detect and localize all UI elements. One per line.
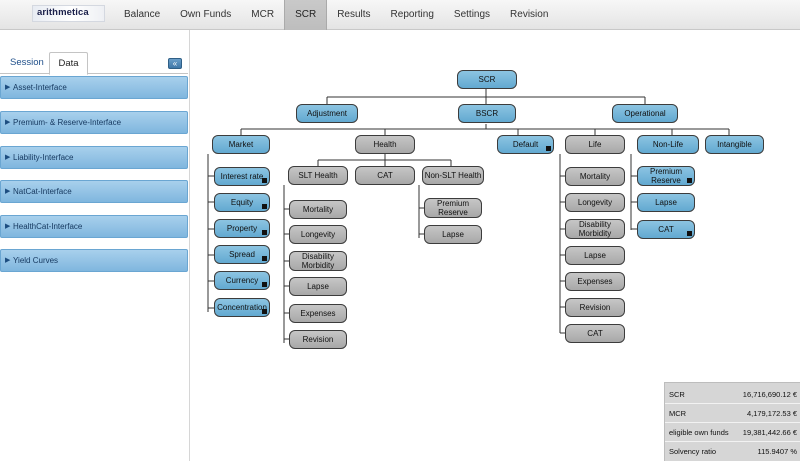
node-life-expenses[interactable]: Expenses — [565, 272, 625, 291]
details-marker-icon — [262, 309, 267, 314]
node-nonlife-premium-reserve[interactable]: Premium Reserve — [637, 166, 695, 186]
node-intangible[interactable]: Intangible — [705, 135, 764, 154]
node-life-mortality[interactable]: Mortality — [565, 167, 625, 186]
panel-healthcat-interface[interactable]: ▶HealthCat-Interface — [0, 215, 188, 238]
node-life-revision[interactable]: Revision — [565, 298, 625, 317]
sidebar: Session Data « ▶Asset-Interface ▶Premium… — [0, 30, 190, 461]
details-marker-icon — [687, 231, 692, 236]
node-slt-longevity[interactable]: Longevity — [289, 225, 347, 244]
node-slt-disability-morbidity[interactable]: Disability Morbidity — [289, 251, 347, 271]
panel-natcat-interface[interactable]: ▶NatCat-Interface — [0, 180, 188, 203]
node-health[interactable]: Health — [355, 135, 415, 154]
node-slt-expenses[interactable]: Expenses — [289, 304, 347, 323]
details-marker-icon — [687, 178, 692, 183]
expand-arrow-icon: ▶ — [5, 223, 11, 230]
expand-arrow-icon: ▶ — [5, 154, 11, 161]
node-operational[interactable]: Operational — [612, 104, 678, 123]
top-navigation-bar: arithmetica Balance Own Funds MCR SCR Re… — [0, 0, 800, 30]
nav-scr[interactable]: SCR — [284, 0, 328, 30]
solvency-summary: SCR 16,716,690.12 € MCR 4,179,172.53 € e… — [664, 382, 800, 461]
node-life-disability-morbidity[interactable]: Disability Morbidity — [565, 219, 625, 239]
summary-row-eligible-own-funds: eligible own funds 19,381,442.66 € — [665, 423, 800, 442]
node-equity[interactable]: Equity — [214, 193, 270, 212]
details-marker-icon — [262, 204, 267, 209]
nav-revision[interactable]: Revision — [510, 9, 549, 20]
node-non-life[interactable]: Non-Life — [637, 135, 699, 154]
nav-results[interactable]: Results — [337, 9, 371, 20]
node-life-lapse[interactable]: Lapse — [565, 246, 625, 265]
arithmetica-logo: arithmetica — [32, 5, 105, 22]
panel-asset-interface[interactable]: ▶Asset-Interface — [0, 76, 188, 99]
node-property[interactable]: Property — [214, 219, 270, 238]
node-slt-mortality[interactable]: Mortality — [289, 200, 347, 219]
node-default[interactable]: Default — [497, 135, 554, 154]
details-marker-icon — [262, 256, 267, 261]
node-market[interactable]: Market — [212, 135, 270, 154]
tree-connectors — [207, 89, 730, 343]
nav-mcr[interactable]: MCR — [251, 9, 275, 20]
panel-liability-interface[interactable]: ▶Liability-Interface — [0, 146, 188, 169]
tab-session[interactable]: Session — [10, 57, 44, 68]
expand-arrow-icon: ▶ — [5, 119, 11, 126]
node-nonlife-lapse[interactable]: Lapse — [637, 193, 695, 212]
node-interest-rate[interactable]: Interest rate — [214, 167, 270, 186]
sidebar-tabs: Session Data — [0, 52, 188, 75]
panel-premium-reserve-interface[interactable]: ▶Premium- & Reserve-Interface — [0, 111, 188, 134]
node-nonslt-premium-reserve[interactable]: Premium Reserve — [424, 198, 482, 218]
details-marker-icon — [262, 230, 267, 235]
nav-balance[interactable]: Balance — [124, 9, 161, 20]
node-currency[interactable]: Currency — [214, 271, 270, 290]
node-slt-health[interactable]: SLT Health — [288, 166, 348, 185]
details-marker-icon — [262, 178, 267, 183]
details-marker-icon — [262, 282, 267, 287]
main-nav: Balance Own Funds MCR SCR Results Report… — [114, 0, 558, 30]
summary-row-solvency-ratio: Solvency ratio 115.9407 % — [669, 447, 797, 456]
nav-settings[interactable]: Settings — [453, 9, 491, 20]
node-concentration[interactable]: Concentration — [214, 298, 270, 317]
summary-row-mcr: MCR 4,179,172.53 € — [665, 404, 800, 423]
node-scr[interactable]: SCR — [457, 70, 517, 89]
scr-module-tree: SCR Adjustment BSCR Operational Market H… — [192, 30, 798, 380]
expand-arrow-icon: ▶ — [5, 257, 11, 264]
details-marker-icon — [546, 146, 551, 151]
node-life-longevity[interactable]: Longevity — [565, 193, 625, 212]
expand-arrow-icon: ▶ — [5, 84, 11, 91]
node-slt-revision[interactable]: Revision — [289, 330, 347, 349]
node-non-slt-health[interactable]: Non-SLT Health — [422, 166, 484, 185]
node-spread[interactable]: Spread — [214, 245, 270, 264]
node-adjustment[interactable]: Adjustment — [296, 104, 358, 123]
expand-arrow-icon: ▶ — [5, 188, 11, 195]
node-bscr[interactable]: BSCR — [458, 104, 516, 123]
tab-data[interactable]: Data — [49, 52, 88, 75]
node-nonslt-lapse[interactable]: Lapse — [424, 225, 482, 244]
node-health-cat[interactable]: CAT — [355, 166, 415, 185]
nav-own-funds[interactable]: Own Funds — [180, 9, 232, 20]
panel-yield-curves[interactable]: ▶Yield Curves — [0, 249, 188, 272]
node-slt-lapse[interactable]: Lapse — [289, 277, 347, 296]
node-life-cat[interactable]: CAT — [565, 324, 625, 343]
collapse-sidebar-button[interactable]: « — [168, 58, 182, 69]
node-nonlife-cat[interactable]: CAT — [637, 220, 695, 239]
nav-reporting[interactable]: Reporting — [390, 9, 434, 20]
node-life[interactable]: Life — [565, 135, 625, 154]
summary-row-scr: SCR 16,716,690.12 € — [665, 385, 800, 404]
